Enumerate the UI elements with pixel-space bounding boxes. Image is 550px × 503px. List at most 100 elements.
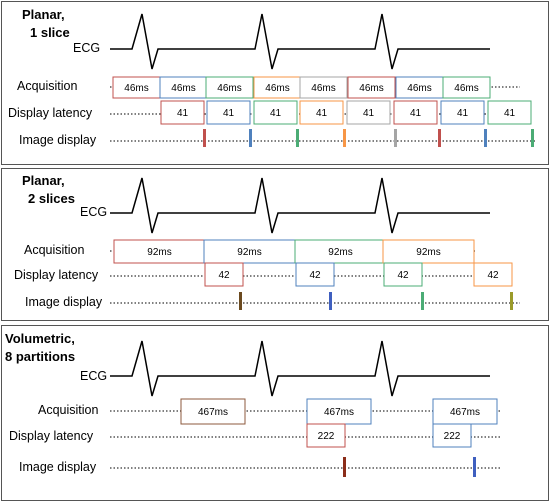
image-display-mark: [394, 129, 397, 147]
latency-block-box: [432, 423, 472, 448]
latency-block-box: [253, 100, 298, 125]
acquisition-block: 46ms: [112, 76, 161, 99]
latency-block: 41: [440, 100, 485, 125]
latency-block: 42: [473, 262, 513, 287]
ecg-label: ECG: [73, 41, 100, 55]
acquisition-block-box: [382, 239, 475, 264]
acquisition-block: 46ms: [395, 76, 444, 99]
acquisition-block: 46ms: [442, 76, 491, 99]
acquisition-block-label: 46ms: [171, 83, 195, 94]
acquisition-block-label: 46ms: [454, 83, 478, 94]
panel-title-line-1: Planar,: [22, 173, 65, 188]
acquisition-block: 46ms: [205, 76, 254, 99]
latency-block: 42: [204, 262, 244, 287]
acquisition-block: 92ms: [113, 239, 206, 264]
latency-block-box: [160, 100, 205, 125]
acquisition-block-label: 46ms: [124, 83, 148, 94]
acquisition-label: Acquisition: [17, 79, 77, 93]
image-display-mark: [239, 292, 242, 310]
panel-frame: [1, 1, 549, 165]
acquisition-label: Acquisition: [24, 243, 84, 257]
latency-block-label: 41: [270, 108, 282, 119]
panel-title-line-1: Planar,: [22, 7, 65, 22]
latency-block-box: [383, 262, 423, 287]
acquisition-block-box: [442, 76, 491, 99]
acquisition-block-box: [347, 76, 396, 99]
acquisition-block-label: 92ms: [147, 247, 171, 258]
acquisition-block: 46ms: [253, 76, 302, 99]
acquisition-label: Acquisition: [38, 403, 98, 417]
acquisition-block: 92ms: [203, 239, 296, 264]
panel-planar-1-slice: Planar, 1 slice ECG Acquisition 46ms 46ms…: [1, 1, 549, 165]
acquisition-block-label: 46ms: [217, 83, 241, 94]
latency-label: Display latency: [9, 429, 94, 443]
acquisition-block-label: 467ms: [198, 407, 228, 418]
acquisition-block: 46ms: [159, 76, 208, 99]
latency-block-box: [204, 262, 244, 287]
acquisition-block: 467ms: [306, 398, 372, 425]
acquisition-block: 46ms: [299, 76, 348, 99]
acquisition-block: 467ms: [432, 398, 498, 425]
panel-title-line-1: Volumetric,: [5, 331, 75, 346]
latency-block-box: [487, 100, 532, 125]
latency-block-box: [346, 100, 391, 125]
latency-label: Display latency: [14, 268, 99, 282]
latency-block: 42: [383, 262, 423, 287]
image-display-mark: [473, 457, 476, 477]
acquisition-block-label: 467ms: [324, 407, 354, 418]
acquisition-block: 92ms: [294, 239, 387, 264]
latency-block: 222: [432, 423, 472, 448]
ecg-label: ECG: [80, 369, 107, 383]
acquisition-block-box: [299, 76, 348, 99]
latency-block-label: 42: [487, 270, 499, 281]
image-display-mark: [296, 129, 299, 147]
latency-block-label: 222: [444, 431, 461, 442]
image-display-mark: [484, 129, 487, 147]
image-display-mark: [343, 129, 346, 147]
latency-block-label: 41: [504, 108, 516, 119]
image-display-mark: [343, 457, 346, 477]
acquisition-block-label: 467ms: [450, 407, 480, 418]
latency-block-label: 41: [457, 108, 469, 119]
acquisition-block-label: 92ms: [328, 247, 352, 258]
latency-block-box: [206, 100, 251, 125]
display-label: Image display: [19, 133, 97, 147]
acquisition-block-label: 92ms: [416, 247, 440, 258]
acquisition-block-label: 46ms: [359, 83, 383, 94]
acquisition-block-label: 46ms: [265, 83, 289, 94]
panel-volumetric-8-partitions: Volumetric, 8 partitions ECG Acquisition…: [1, 325, 549, 501]
latency-block-box: [440, 100, 485, 125]
display-label: Image display: [25, 295, 103, 309]
latency-block-box: [295, 262, 335, 287]
latency-block-label: 42: [397, 270, 409, 281]
panel-title-line-2: 8 partitions: [5, 349, 75, 364]
latency-block-box: [473, 262, 513, 287]
image-display-mark: [438, 129, 441, 147]
latency-block-label: 41: [410, 108, 422, 119]
image-display-mark: [249, 129, 252, 147]
image-display-mark: [203, 129, 206, 147]
latency-block-box: [299, 100, 344, 125]
acquisition-block-label: 46ms: [407, 83, 431, 94]
latency-block: 41: [346, 100, 391, 125]
latency-block-label: 41: [223, 108, 235, 119]
latency-block-label: 42: [218, 270, 230, 281]
acquisition-block-box: [205, 76, 254, 99]
acquisition-block-label: 46ms: [311, 83, 335, 94]
latency-block-box: [306, 423, 346, 448]
acquisition-block: 92ms: [382, 239, 475, 264]
panel-title-line-2: 1 slice: [30, 25, 70, 40]
latency-block: 41: [393, 100, 438, 125]
latency-block: 41: [206, 100, 251, 125]
latency-block: 222: [306, 423, 346, 448]
latency-block-label: 41: [316, 108, 328, 119]
image-display-mark: [421, 292, 424, 310]
latency-block-label: 41: [177, 108, 189, 119]
acquisition-block: 46ms: [347, 76, 396, 99]
panel-frame: [1, 168, 549, 321]
ecg-trace: [110, 340, 490, 397]
acquisition-block: 467ms: [180, 398, 246, 425]
latency-block: 41: [487, 100, 532, 125]
latency-block-label: 42: [309, 270, 321, 281]
